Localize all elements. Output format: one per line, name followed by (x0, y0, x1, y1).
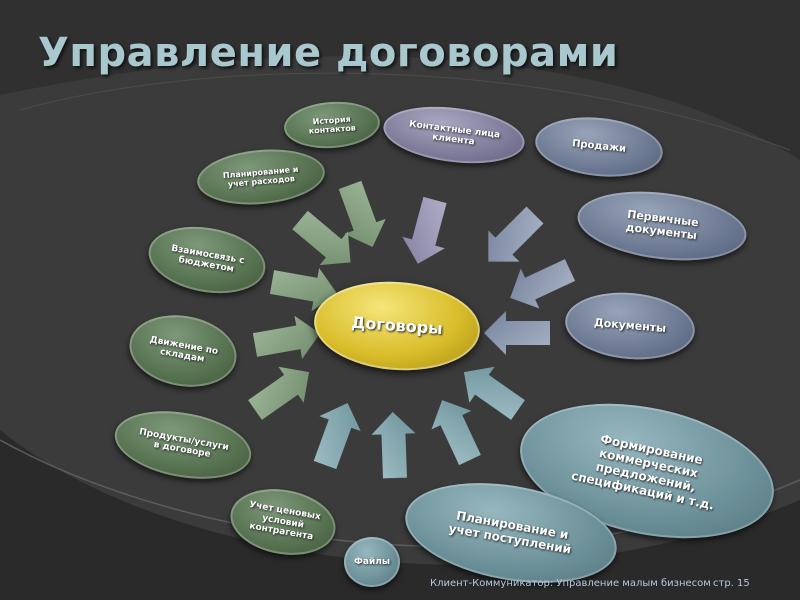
arrow-price-terms (313, 402, 361, 470)
background-curve-line-top (19, 72, 791, 151)
arrow-expenses (292, 210, 351, 266)
node-files: Файлы (344, 537, 400, 587)
node-files-label: Файлы (353, 556, 391, 567)
node-documents-label: Документы (593, 315, 667, 335)
arrow-files (371, 412, 416, 479)
page-title: Управление договорами (38, 30, 619, 76)
node-contracts-label: Договоры (350, 312, 444, 338)
arrow-budget (269, 267, 337, 312)
arrows (248, 180, 576, 479)
node-history-label: История контактов (308, 114, 357, 136)
node-price-terms-label: Учет ценовых условий контрагента (248, 500, 322, 543)
arrow-planning-receipts (431, 400, 481, 466)
background-swoosh-top (0, 0, 800, 160)
footer-caption: Клиент-Коммуникатор: Управление малым би… (430, 578, 711, 589)
arrow-products (248, 366, 310, 420)
node-sales-label: Продажи (571, 138, 627, 156)
arrow-sales (488, 206, 544, 262)
node-primary-docs-label: Первичные документы (625, 208, 700, 243)
node-products-label: Продукты/услуги в договоре (138, 426, 230, 460)
node-contacts-label: Контактные лица клиента (408, 119, 501, 148)
arrow-documents (484, 311, 550, 355)
node-proposals-label: Формирование коммерческих предложений, с… (570, 432, 716, 513)
node-expenses-label: Планирование и учет расходов (222, 164, 299, 189)
page-number: стр. 15 (713, 578, 750, 589)
arrow-contacts (402, 196, 447, 264)
node-warehouse-label: Движение по складам (148, 334, 219, 365)
arrow-proposals (463, 366, 525, 420)
arrow-warehouse (252, 315, 320, 360)
arrow-history (338, 180, 386, 248)
node-planning-receipts-label: Планирование и учет поступлений (447, 508, 573, 557)
node-budget-label: Взаимосвязь с бюджетом (170, 243, 246, 275)
arrow-primary-docs (510, 259, 576, 309)
